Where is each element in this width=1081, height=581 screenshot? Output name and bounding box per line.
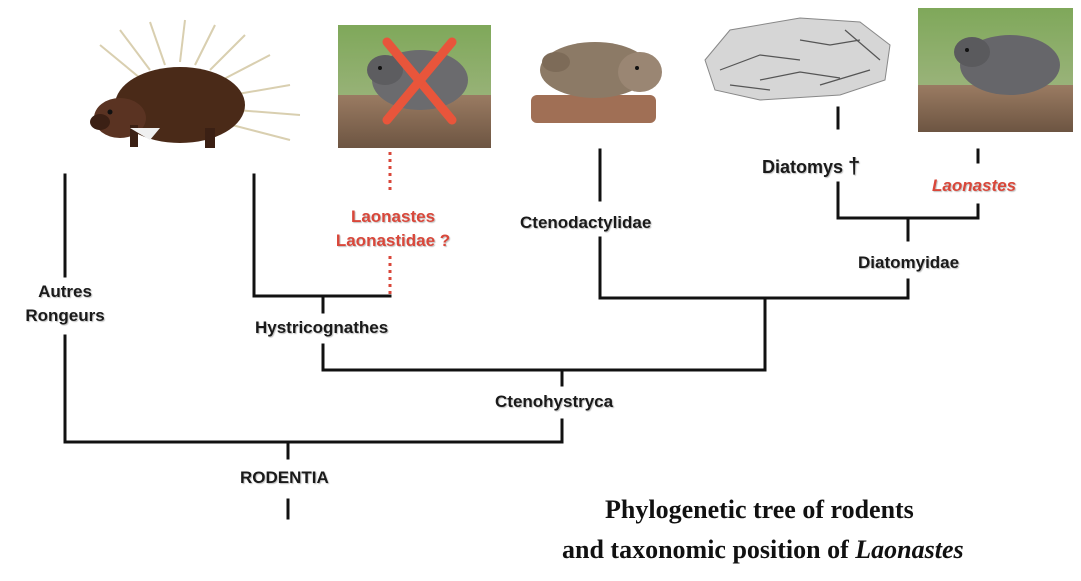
laonastes-right-label: Laonastes — [932, 176, 1017, 195]
caption-line-1: Phylogenetic tree of rodents — [605, 495, 914, 524]
caption-italic: Laonastes — [855, 535, 964, 564]
laonastes-question-label: Laonastes Laonastidae ? — [318, 205, 468, 253]
gundi-photo — [531, 42, 662, 123]
rodentia-label: RODENTIA — [240, 468, 329, 487]
tree-branches — [63, 106, 980, 520]
hystricognathes-label: Hystricognathes — [255, 318, 389, 337]
autres-rongeurs-label: Autres Rongeurs — [20, 280, 110, 328]
laonastes-species-label: Laonastes — [350, 207, 436, 226]
diatomyidae-label: Diatomyidae — [858, 253, 960, 272]
laonastes-crossed-photo — [338, 25, 491, 148]
autres-label: Autres — [38, 282, 92, 301]
ctenohystryca-label: Ctenohystryca — [495, 392, 614, 411]
laonastes-photo — [918, 8, 1073, 132]
ctenodactylidae-label: Ctenodactylidae — [520, 213, 652, 232]
laonastidae-label: Laonastidae ? — [335, 231, 451, 250]
diatomys-label: Diatomys † — [762, 153, 860, 179]
diatomys-fossil — [704, 17, 891, 101]
porcupine-illustration — [90, 19, 301, 148]
caption-line-2: and taxonomic position of Laonastes — [562, 535, 964, 565]
caption-prefix: and taxonomic position of — [562, 535, 849, 564]
rongeurs-label: Rongeurs — [25, 306, 105, 325]
diatomys-name: Diatomys — [762, 157, 844, 177]
extinct-dagger-icon: † — [848, 153, 861, 178]
